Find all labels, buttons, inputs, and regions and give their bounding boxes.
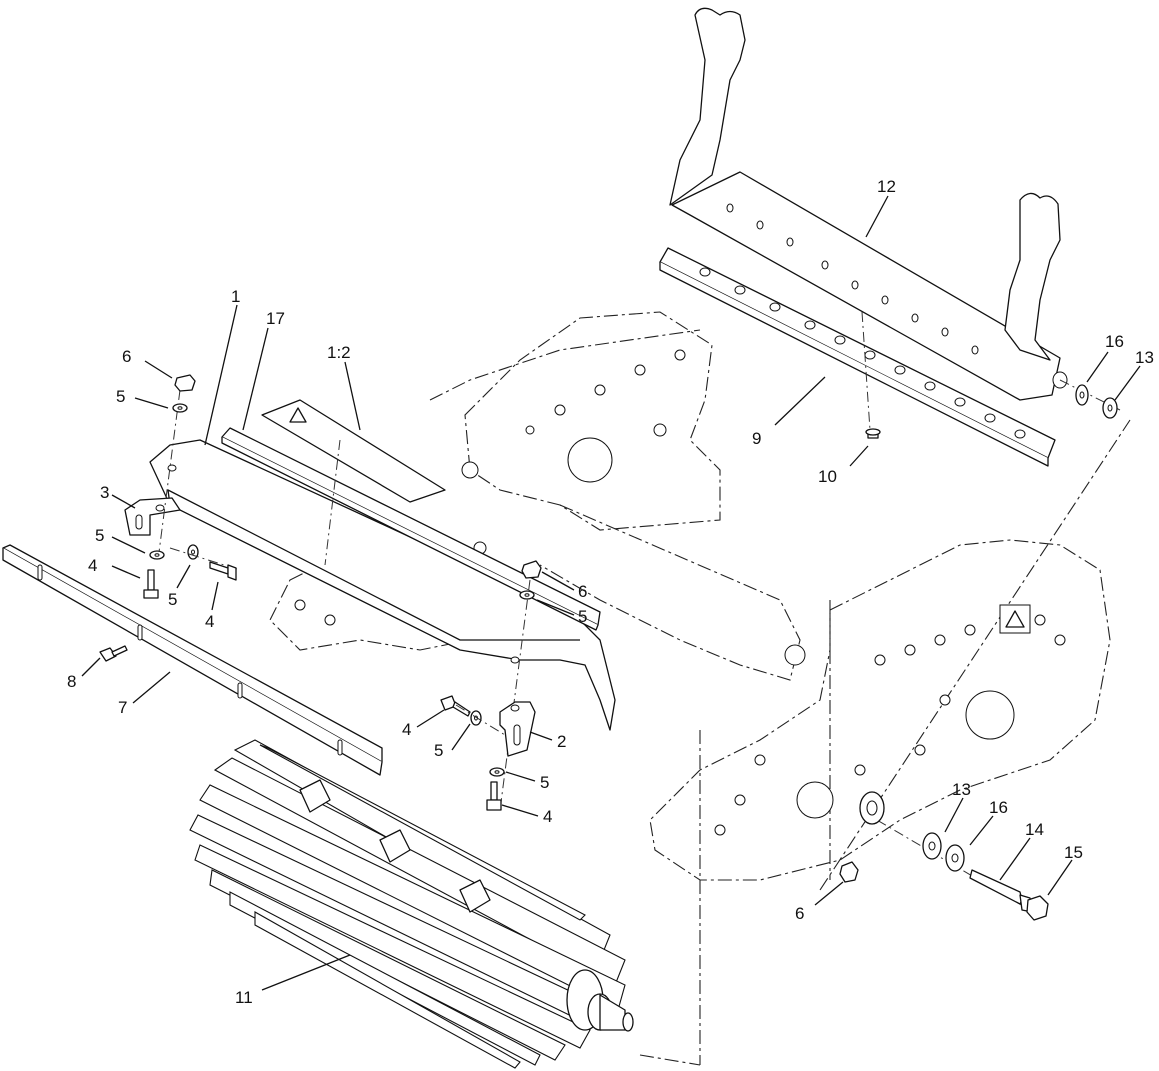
callout-8: 8: [67, 672, 76, 691]
frame-hole: [554, 404, 566, 416]
callout-10: 10: [818, 467, 837, 486]
plate-cutout: [796, 781, 834, 819]
callout-1: 1: [231, 287, 240, 306]
callout-5-left-lower: 5: [168, 590, 177, 609]
part-15-nut: [1026, 895, 1049, 921]
part-2-bracket: [499, 701, 536, 757]
part-4-bolt-right-vertical: [486, 781, 502, 811]
callout-16-lower: 16: [989, 798, 1008, 817]
part-14-bolt: [969, 869, 1023, 905]
callout-12: 12: [877, 177, 896, 196]
plate-hole: [854, 764, 866, 776]
part-17-strip: [221, 427, 601, 631]
callout-13-lower: 13: [952, 780, 971, 799]
plate-hole: [914, 744, 926, 756]
part-4-bolt-right-horizontal: [440, 695, 471, 717]
part-6-nut-right: [499, 560, 542, 811]
part-4-bolt-left-horizontal: [209, 561, 237, 581]
plate-hole: [714, 824, 726, 836]
warning-triangle-icon: [289, 407, 307, 423]
callout-2: 2: [557, 732, 566, 751]
plate-hole: [874, 654, 886, 666]
plate-hole: [1054, 634, 1066, 646]
part-10-screw: [861, 311, 881, 439]
plate-hole: [754, 754, 766, 766]
callout-3: 3: [100, 483, 109, 502]
callout-15: 15: [1064, 843, 1083, 862]
callout-9: 9: [752, 429, 761, 448]
callout-7: 7: [118, 698, 127, 717]
frame-hole: [674, 349, 686, 361]
warning-triangle-icon: [1005, 610, 1025, 628]
callout-labels: 1 17 1:2 12 16 13 9 10 6 5 3 5 4 5 4 6 5…: [67, 177, 1154, 1007]
leader-lines: [81, 195, 1141, 991]
part-1-2-decal: [261, 399, 446, 566]
callout-5-lower: 5: [540, 773, 549, 792]
plate-hole: [1034, 614, 1046, 626]
frame-hole: [525, 425, 535, 435]
part-6-nut-left: [174, 374, 196, 392]
callout-4-mid: 4: [402, 720, 411, 739]
part-12-carrier-frame: [669, 7, 1068, 401]
side-plate-phantom: [639, 419, 1131, 1066]
part-7-bar: [2, 544, 383, 776]
callout-5-right: 5: [578, 607, 587, 626]
plate-hole: [964, 624, 976, 636]
callout-16-top: 16: [1105, 332, 1124, 351]
callout-5-mid: 5: [434, 741, 443, 760]
callout-6-lower: 6: [795, 904, 804, 923]
plate-hole: [734, 794, 746, 806]
callout-4-lower: 4: [543, 807, 552, 826]
part-13-washer-top: [1102, 397, 1118, 419]
part-11-reel: [189, 739, 634, 1069]
part-5-washer-left-mid: [149, 550, 165, 560]
lower-right-hardware: [839, 791, 1049, 921]
callout-6-right: 6: [578, 582, 587, 601]
callout-17: 17: [266, 309, 285, 328]
plate-hole: [904, 644, 916, 656]
callout-14: 14: [1025, 820, 1044, 839]
frame-hole: [634, 364, 646, 376]
part-8-screw: [99, 645, 128, 662]
callout-11: 11: [235, 988, 253, 1007]
frame-hole: [594, 384, 606, 396]
part-6-nut-lower: [839, 861, 859, 883]
callout-1-2: 1:2: [327, 343, 351, 362]
part-5-washer-right-top: [519, 590, 535, 600]
plate-cutout: [965, 690, 1015, 740]
callout-4-left-lower: 4: [205, 612, 214, 631]
part-3-bracket: [124, 389, 181, 561]
callout-5-left: 5: [95, 526, 104, 545]
frame-boss: [784, 644, 806, 666]
frame-hole: [653, 423, 667, 437]
part-5-washer-right-bottom: [489, 767, 505, 777]
frame-hole: [461, 461, 479, 479]
part-5-washer-left-top: [172, 403, 188, 413]
callout-5-top-left: 5: [116, 387, 125, 406]
plate-hole: [934, 634, 946, 646]
callout-4-left: 4: [88, 556, 97, 575]
part-5-washer-right-side: [455, 704, 506, 736]
part-4-bolt-left-vertical: [143, 569, 159, 599]
frame-hole: [294, 599, 306, 611]
rear-frame-phantom: [269, 311, 806, 681]
part-9-bedknife-bar: [659, 247, 1056, 467]
callout-13-top: 13: [1135, 348, 1154, 367]
frame-hole: [324, 614, 336, 626]
plate-hole: [939, 694, 951, 706]
frame-cutout: [567, 437, 613, 483]
callout-6-top-left: 6: [122, 347, 131, 366]
